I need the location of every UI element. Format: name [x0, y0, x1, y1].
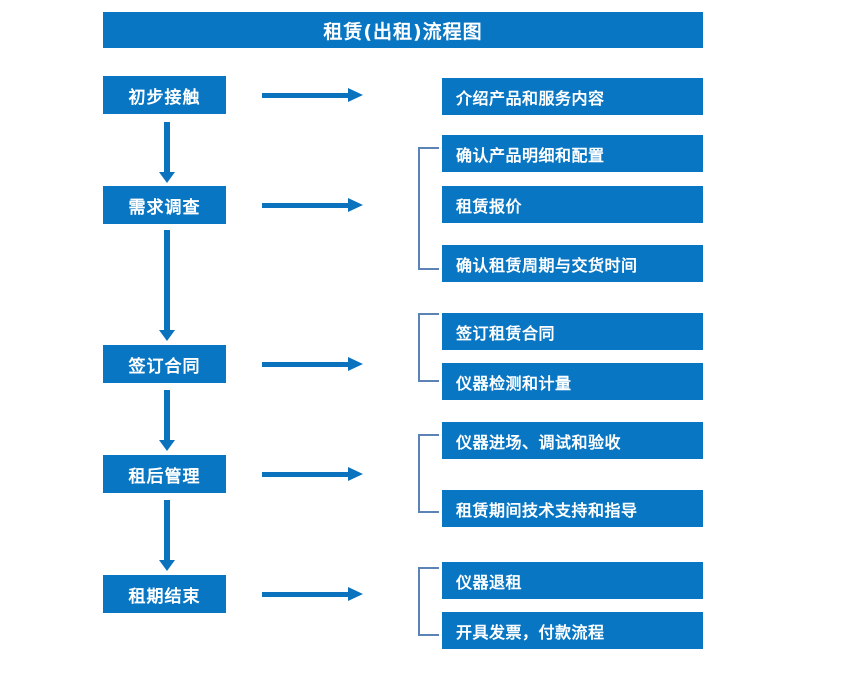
arrow-shaft: [262, 203, 350, 208]
stage-box-5[interactable]: 租期结束: [103, 575, 226, 613]
group-bracket-3: [418, 313, 439, 382]
group-bracket-2: [418, 147, 439, 270]
stage-box-4[interactable]: 租后管理: [103, 455, 226, 493]
arrow-shaft: [164, 122, 170, 172]
arrow-head-icon: [159, 172, 175, 183]
flowchart-title: 租赁(出租)流程图: [103, 12, 703, 48]
arrow-head-icon: [348, 467, 363, 481]
arrow-shaft: [164, 390, 170, 440]
arrow-head-icon: [348, 587, 363, 601]
arrow-head-icon: [348, 357, 363, 371]
group-bracket-4: [418, 434, 439, 513]
arrow-shaft: [164, 500, 170, 560]
arrow-shaft: [262, 472, 350, 477]
arrow-head-icon: [159, 440, 175, 451]
horizontal-arrow-1: [262, 88, 363, 102]
arrow-shaft: [262, 362, 350, 367]
arrow-head-icon: [348, 88, 363, 102]
detail-box-1[interactable]: 介绍产品和服务内容: [442, 78, 703, 115]
detail-box-5[interactable]: 签订租赁合同: [442, 313, 703, 350]
detail-box-9[interactable]: 仪器退租: [442, 562, 703, 599]
vertical-arrow-1: [159, 122, 175, 184]
arrow-head-icon: [348, 198, 363, 212]
detail-box-7[interactable]: 仪器进场、调试和验收: [442, 422, 703, 459]
vertical-arrow-2: [159, 230, 175, 342]
horizontal-arrow-4: [262, 467, 363, 481]
arrow-head-icon: [159, 560, 175, 571]
detail-box-8[interactable]: 租赁期间技术支持和指导: [442, 490, 703, 527]
horizontal-arrow-5: [262, 587, 363, 601]
horizontal-arrow-3: [262, 357, 363, 371]
vertical-arrow-4: [159, 500, 175, 572]
horizontal-arrow-2: [262, 198, 363, 212]
detail-box-10[interactable]: 开具发票，付款流程: [442, 612, 703, 649]
group-bracket-5: [418, 567, 439, 636]
arrow-shaft: [262, 93, 350, 98]
detail-box-4[interactable]: 确认租赁周期与交货时间: [442, 245, 703, 282]
arrow-head-icon: [159, 330, 175, 341]
arrow-shaft: [262, 592, 350, 597]
arrow-shaft: [164, 230, 170, 330]
detail-box-6[interactable]: 仪器检测和计量: [442, 363, 703, 400]
vertical-arrow-3: [159, 390, 175, 452]
stage-box-1[interactable]: 初步接触: [103, 76, 226, 114]
detail-box-3[interactable]: 租赁报价: [442, 186, 703, 223]
stage-box-3[interactable]: 签订合同: [103, 345, 226, 383]
detail-box-2[interactable]: 确认产品明细和配置: [442, 135, 703, 172]
stage-box-2[interactable]: 需求调查: [103, 186, 226, 224]
